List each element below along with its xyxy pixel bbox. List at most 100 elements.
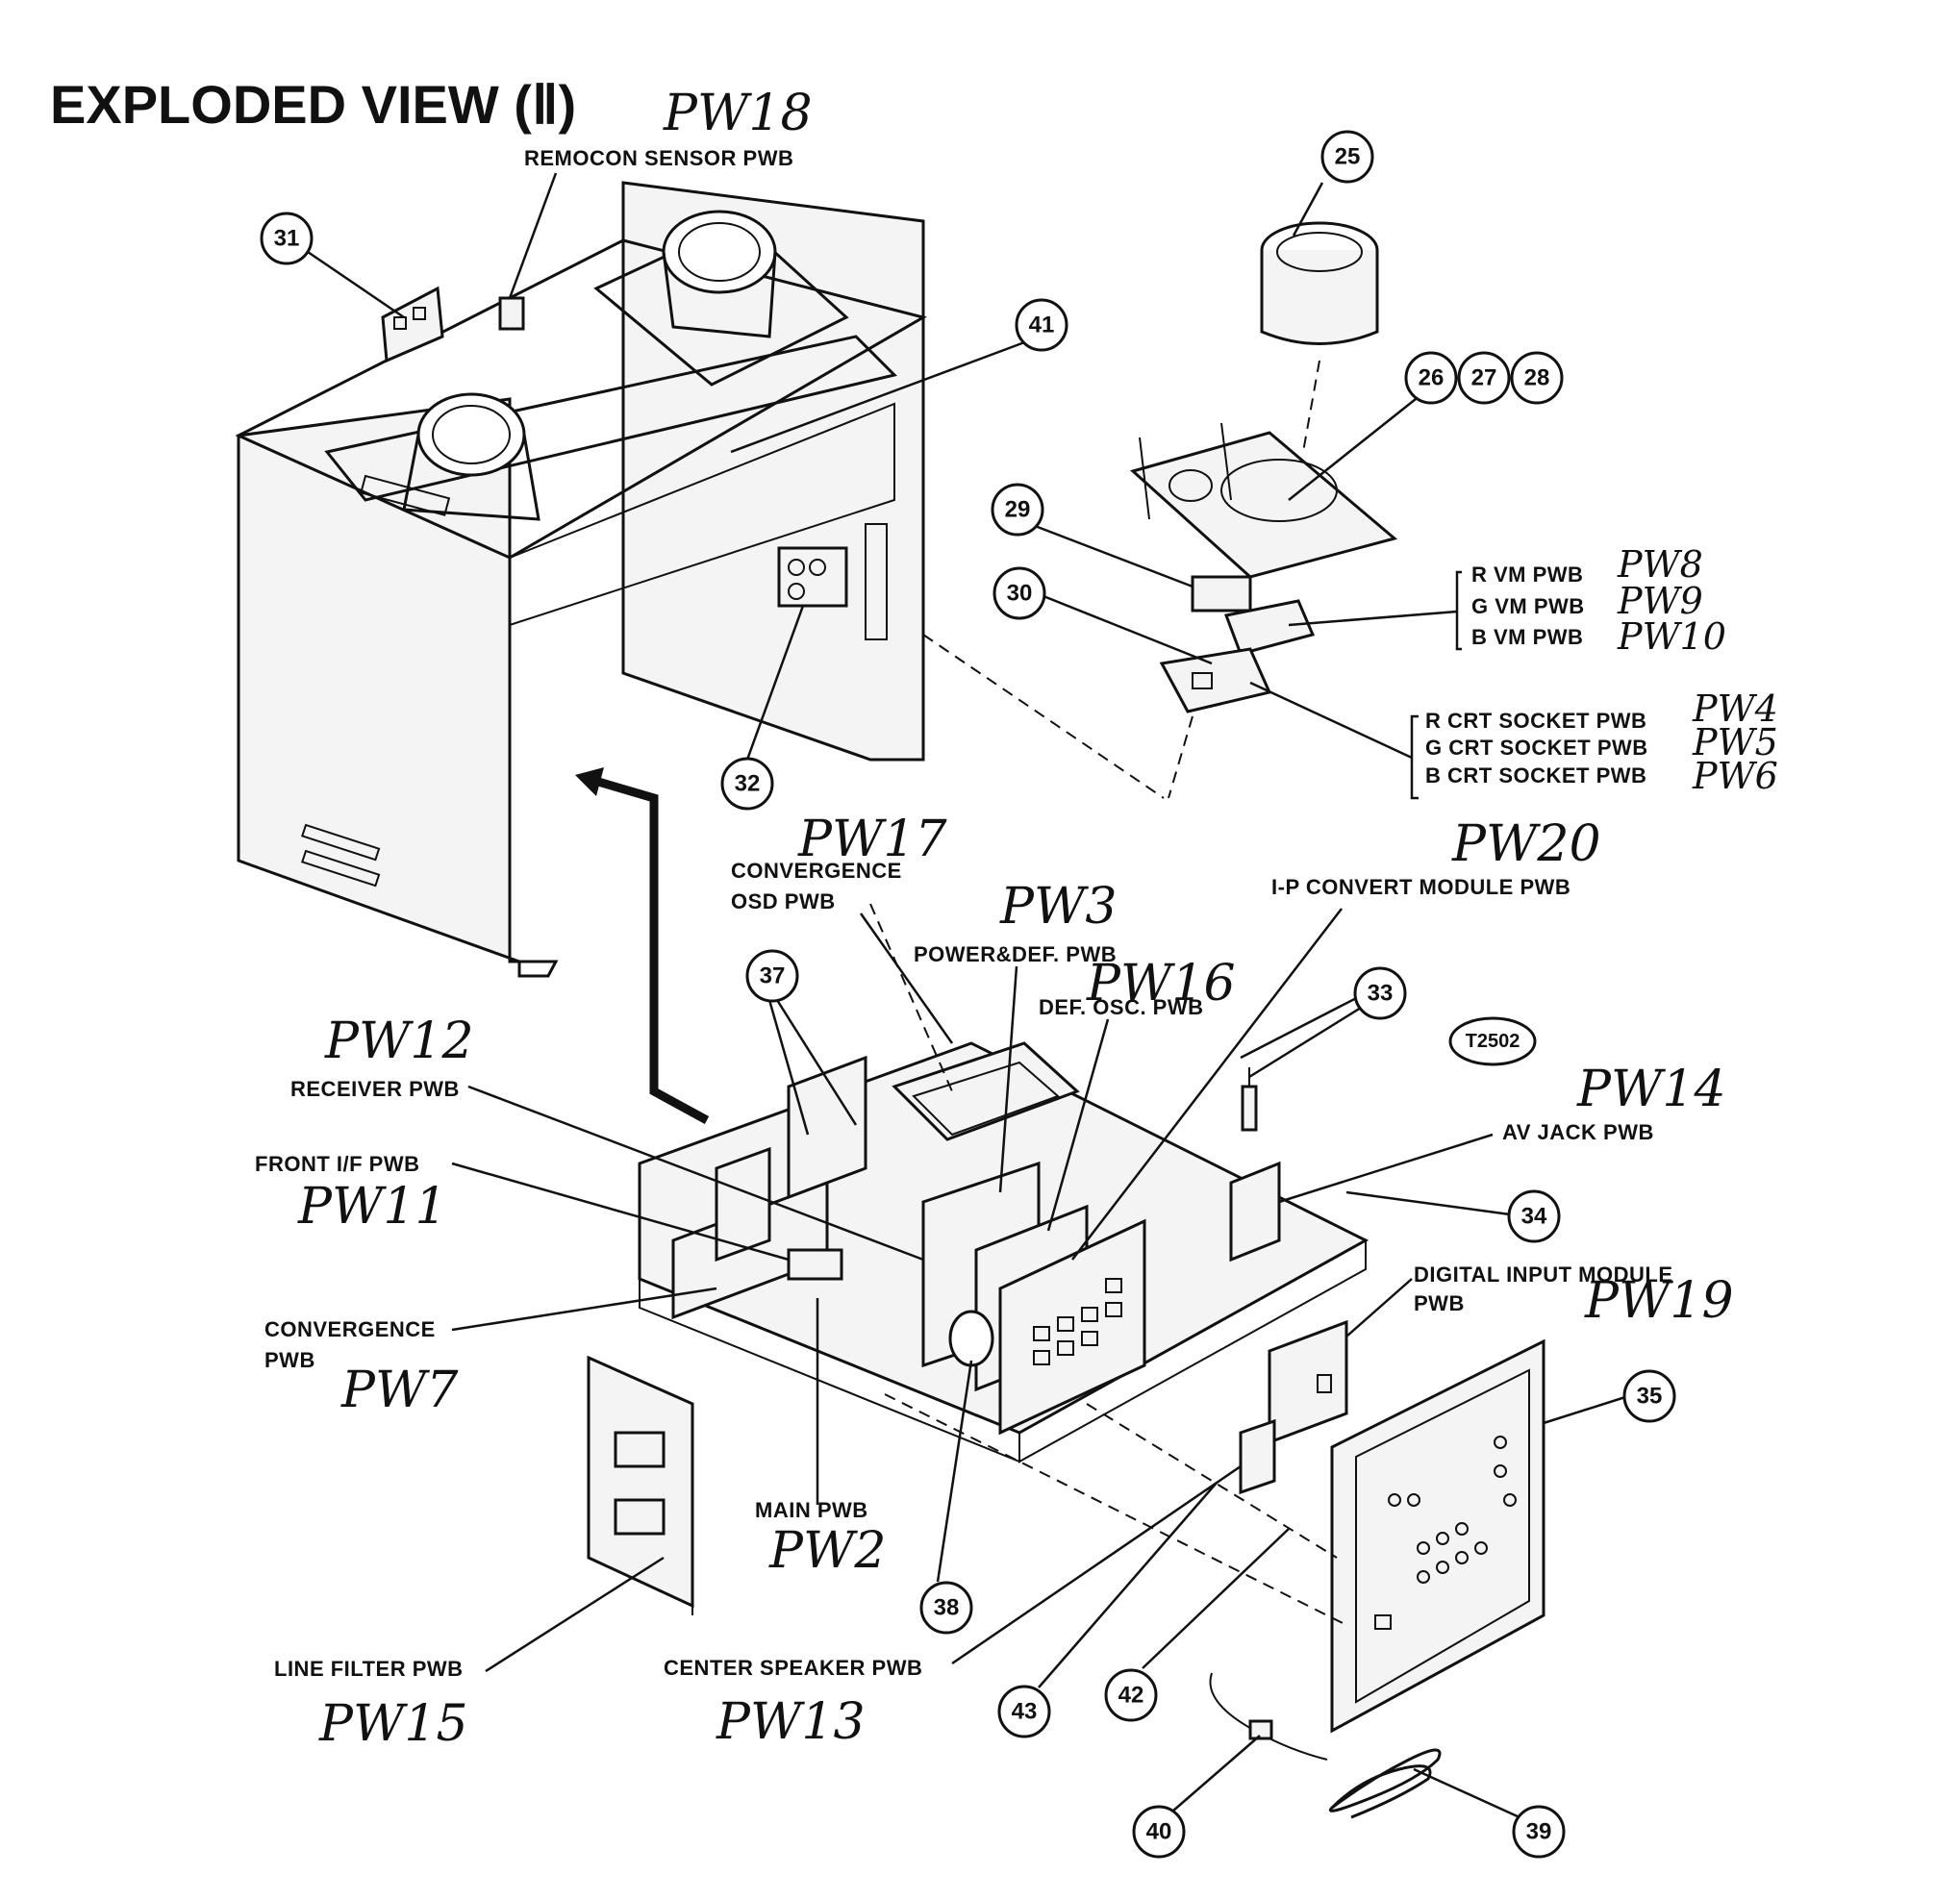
leader-lines (307, 172, 1626, 1819)
callout-30: 30 (993, 566, 1046, 620)
callout-t2502: T2502 (1448, 1016, 1537, 1066)
callout-37: 37 (745, 949, 799, 1003)
hw-pw11: PW11 (297, 1178, 447, 1236)
cable-dash-1 (922, 634, 1165, 799)
callout-29: 29 (991, 483, 1044, 537)
svg-text:33: 33 (1368, 981, 1394, 1007)
crt-vm-assembly (1129, 221, 1398, 799)
label-digital-input-module-1: DIGITAL INPUT MODULE (1414, 1262, 1673, 1287)
svg-text:31: 31 (274, 226, 300, 252)
label-convergence: CONVERGENCE (264, 1317, 436, 1341)
hw-pw10: PW10 (1617, 615, 1726, 658)
part-32-connector (777, 523, 888, 640)
callout-35: 35 (1622, 1369, 1676, 1423)
hw-pw15: PW15 (318, 1695, 468, 1753)
svg-text:39: 39 (1526, 1819, 1552, 1845)
assembly-arrowhead (575, 767, 604, 796)
left-crt-tube (402, 392, 540, 521)
label-r-crt-socket-pwb: R CRT SOCKET PWB (1425, 709, 1646, 733)
svg-text:T2502: T2502 (1466, 1031, 1520, 1052)
label-g-vm-pwb: G VM PWB (1471, 594, 1585, 618)
power-cord (1209, 1672, 1442, 1819)
rear-panel-35 (1330, 1338, 1545, 1734)
label-remocon-sensor-pwb: REMOCON SENSOR PWB (524, 146, 793, 170)
svg-text:43: 43 (1012, 1699, 1038, 1725)
lower-chassis (638, 1041, 1369, 1463)
svg-text:27: 27 (1471, 365, 1497, 391)
label-line-filter-pwb: LINE FILTER PWB (274, 1657, 464, 1681)
label-g-crt-socket-pwb: G CRT SOCKET PWB (1425, 736, 1648, 760)
label-av-jack-pwb: AV JACK PWB (1502, 1120, 1654, 1144)
callout-43: 43 (997, 1685, 1051, 1738)
cabinet-inner-tray (324, 335, 897, 502)
label-main-pwb: MAIN PWB (755, 1498, 868, 1522)
callout-33: 33 (1353, 966, 1407, 1020)
callout-41: 41 (1015, 298, 1068, 352)
hw-pw12: PW12 (324, 1012, 474, 1070)
hw-pw16: PW16 (1086, 955, 1236, 1012)
crt-socket-labels: R CRT SOCKET PWB G CRT SOCKET PWB B CRT … (1249, 681, 1778, 800)
svg-text:29: 29 (1005, 497, 1031, 523)
hw-pw14: PW14 (1576, 1061, 1726, 1118)
callout-31: 31 (260, 212, 314, 265)
label-b-vm-pwb: B VM PWB (1471, 625, 1583, 649)
callout-26: 26 (1404, 351, 1458, 405)
callout-27: 27 (1457, 351, 1511, 405)
cable-dash-4 (869, 903, 953, 1092)
svg-text:25: 25 (1335, 144, 1361, 170)
hw-pw9: PW9 (1617, 580, 1703, 622)
label-convergence-osd-1: CONVERGENCE (731, 859, 902, 883)
label-convergence-pwb: PWB (264, 1348, 315, 1372)
label-def-osc-pwb: DEF. OSC. PWB (1039, 995, 1204, 1019)
hw-pw17: PW17 (797, 811, 948, 868)
hw-pw4: PW4 (1692, 688, 1778, 730)
label-center-speaker-pwb: CENTER SPEAKER PWB (664, 1656, 922, 1680)
part-31-remocon-bracket (381, 286, 444, 363)
vm-bracket (1129, 431, 1398, 579)
label-b-crt-socket-pwb: B CRT SOCKET PWB (1425, 763, 1646, 788)
svg-text:37: 37 (760, 963, 786, 989)
svg-text:32: 32 (735, 771, 761, 797)
cabinet-back-panel (621, 181, 925, 762)
hw-pw3: PW3 (999, 878, 1118, 936)
label-r-vm-pwb: R VM PWB (1471, 562, 1583, 587)
hw-pw13: PW13 (716, 1693, 866, 1751)
hw-pw20: PW20 (1451, 815, 1601, 873)
callout-25: 25 (1320, 130, 1374, 184)
callout-42: 42 (1104, 1668, 1158, 1722)
callout-34: 34 (1507, 1189, 1561, 1243)
callout-38: 38 (919, 1581, 973, 1635)
label-convergence-osd-2: OSD PWB (731, 889, 836, 913)
svg-text:28: 28 (1524, 365, 1550, 391)
label-ip-convert-module-pwb: I-P CONVERT MODULE PWB (1271, 875, 1571, 899)
cable-dash-3 (884, 1393, 1347, 1626)
label-digital-input-module-2: PWB (1414, 1291, 1465, 1315)
callout-40: 40 (1132, 1805, 1186, 1859)
svg-text:30: 30 (1007, 581, 1033, 607)
callouts: 25 26 27 28 29 30 31 32 33 34 35 37 38 3… (260, 130, 1676, 1859)
hw-pw18: PW18 (663, 85, 813, 142)
crt-socket-pwb (1159, 647, 1272, 713)
vm-pwb (1223, 599, 1316, 656)
label-receiver-pwb: RECEIVER PWB (290, 1077, 460, 1101)
svg-text:40: 40 (1146, 1819, 1172, 1845)
assembly-arrow (587, 774, 710, 1124)
hw-pw2: PW2 (768, 1522, 887, 1580)
hw-pw8: PW8 (1617, 543, 1703, 586)
label-power-def-pwb: POWER&DEF. PWB (914, 942, 1117, 966)
hw-pw19: PW19 (1584, 1272, 1734, 1330)
label-front-if-pwb: FRONT I/F PWB (255, 1152, 419, 1176)
digital-input-module-pwb (1268, 1319, 1348, 1445)
svg-text:34: 34 (1521, 1204, 1547, 1230)
line-filter-pwb (587, 1355, 694, 1615)
cable-dash-2 (1086, 1403, 1338, 1559)
svg-text:35: 35 (1637, 1384, 1663, 1410)
svg-text:38: 38 (934, 1595, 960, 1621)
vm-pwb-labels: R VM PWB G VM PWB B VM PWB PW8 PW9 PW10 (1288, 543, 1726, 658)
cabinet-top-frame (235, 238, 927, 560)
remocon-sensor-pwb-part (498, 296, 525, 331)
page-title: EXPLODED VIEW (Ⅱ) (50, 74, 576, 135)
svg-text:26: 26 (1419, 365, 1445, 391)
callout-32: 32 (720, 757, 774, 811)
